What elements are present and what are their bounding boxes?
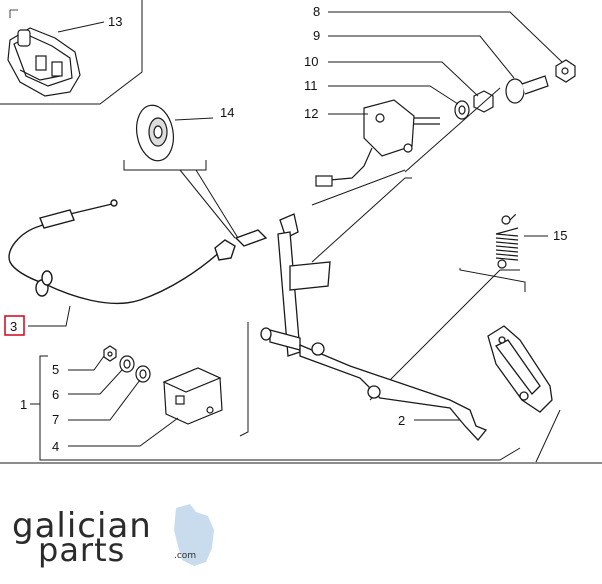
group-1-bracket — [30, 355, 521, 461]
callout-number-11: 11 — [304, 78, 318, 93]
galicianparts-logo: galician parts .com — [12, 504, 214, 569]
callout-number-8: 8 — [313, 4, 320, 19]
part-5-clip — [103, 345, 117, 362]
callout-number-3: 3 — [10, 319, 17, 334]
part-2-pedal-lever — [260, 213, 488, 441]
callout-number-4: 4 — [52, 439, 59, 454]
part-15-spring — [495, 214, 519, 269]
callout-number-7: 7 — [52, 412, 59, 427]
diagram-frame — [0, 0, 602, 464]
pedal-pad — [487, 325, 553, 413]
callout-line-14 — [174, 117, 214, 121]
frame-bottom-right — [535, 409, 561, 463]
callout-number-10: 10 — [304, 54, 318, 69]
callout-line-3 — [28, 305, 71, 327]
callout-number-15: 15 — [553, 228, 567, 243]
part-4-block — [162, 367, 223, 425]
part-8-nut — [555, 59, 576, 83]
callout-number-12: 12 — [304, 106, 318, 121]
guide-lines — [123, 87, 526, 437]
callout-3-highlight — [4, 315, 25, 336]
callout-lines-upper — [328, 11, 563, 115]
part-7-washer — [135, 365, 151, 383]
logo-line-1: galician — [12, 506, 152, 546]
part-6-washer — [119, 355, 135, 373]
part-14-pulley — [136, 104, 174, 162]
part-13-bracket — [7, 9, 81, 97]
logo-map-shape — [174, 504, 214, 566]
logo-line-2: parts — [38, 531, 125, 569]
callout-number-13: 13 — [108, 14, 122, 29]
part-12-switch — [315, 99, 440, 187]
part-9-bolt — [505, 75, 549, 104]
part-3-cable — [8, 199, 268, 305]
callout-number-5: 5 — [52, 362, 59, 377]
callout-line-13 — [57, 21, 105, 33]
callout-number-9: 9 — [313, 28, 320, 43]
callout-number-6: 6 — [52, 387, 59, 402]
part-11-washer — [454, 100, 470, 120]
logo-suffix: .com — [174, 551, 196, 561]
callout-number-1: 1 — [20, 397, 27, 412]
callout-number-14: 14 — [220, 105, 234, 120]
callout-number-2: 2 — [398, 413, 405, 428]
